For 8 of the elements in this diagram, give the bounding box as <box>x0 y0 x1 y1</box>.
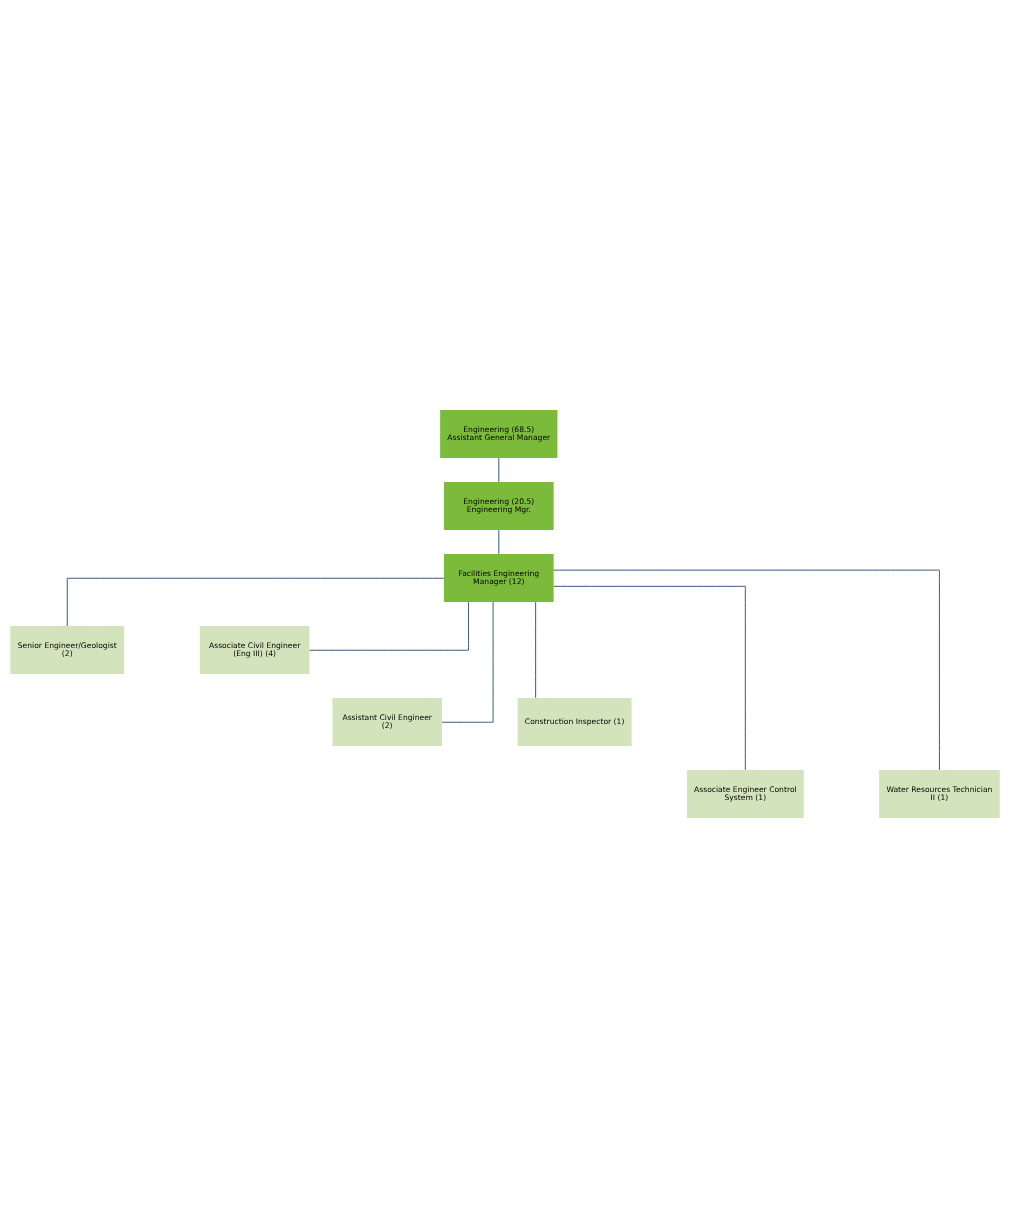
connector <box>498 457 500 483</box>
connector <box>553 585 746 771</box>
connector <box>309 601 469 651</box>
connector <box>498 529 500 555</box>
connector <box>66 577 445 627</box>
connector <box>553 569 940 771</box>
connector <box>535 601 537 699</box>
connector <box>441 601 494 723</box>
